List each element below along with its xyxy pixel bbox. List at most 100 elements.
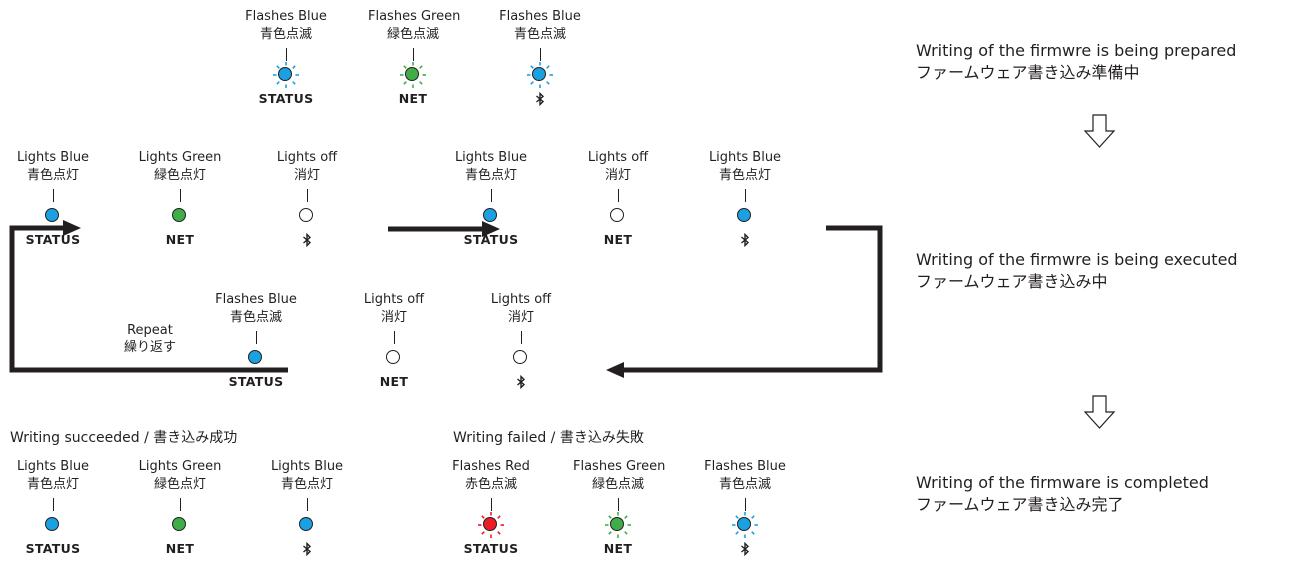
leader-line xyxy=(306,189,308,202)
forward-arrow-head xyxy=(482,221,500,237)
led-bulb-wrap xyxy=(271,62,301,88)
led-blue-light xyxy=(248,350,263,365)
led-green-light xyxy=(610,517,625,532)
led-bulb-wrap xyxy=(241,348,271,368)
led-blue-light xyxy=(532,67,547,82)
led-state-en: Lights Green xyxy=(138,459,222,474)
led-state-jp: 消灯 xyxy=(604,168,631,183)
leader-line xyxy=(617,498,619,511)
led-label-icon xyxy=(476,375,566,392)
led-label-icon xyxy=(262,233,352,250)
led-state-en: Lights Blue xyxy=(708,150,782,165)
bluetooth-icon xyxy=(517,375,526,389)
state-preparing-en: Writing of the firmwre is being prepared xyxy=(916,41,1237,60)
led-state-en: Flashes Blue xyxy=(245,9,327,24)
leader-line xyxy=(744,498,746,511)
leader-line xyxy=(179,498,181,511)
led-green-light xyxy=(172,208,187,223)
bluetooth-icon xyxy=(741,233,750,247)
down-arrow-icon xyxy=(1083,395,1116,429)
led-bulb-wrap xyxy=(603,512,633,538)
led-bulb-wrap xyxy=(525,62,555,88)
led-state-en: Flashes Blue xyxy=(499,9,581,24)
bluetooth-icon xyxy=(536,92,545,106)
flash-rays xyxy=(732,512,758,538)
repeat-arrow-line xyxy=(9,225,288,373)
led-state-en: Lights off xyxy=(276,150,338,165)
led-bulb-wrap xyxy=(38,515,68,535)
led-label: NET xyxy=(398,91,428,106)
led-bulb-wrap xyxy=(379,348,409,368)
led-label: NET xyxy=(379,374,409,389)
led-label: STATUS xyxy=(463,232,519,247)
led-bulb-wrap xyxy=(292,206,322,226)
led-state-jp: 青色点灯 xyxy=(464,168,517,183)
flash-rays xyxy=(527,62,553,88)
led-blue-light xyxy=(299,517,314,532)
led-state-jp: 青色点滅 xyxy=(513,27,566,42)
led-off-light xyxy=(386,350,401,365)
success-header: Writing succeeded / 書き込み成功 xyxy=(10,430,238,446)
loop-down-arrow-line xyxy=(622,225,883,373)
led-label: NET xyxy=(603,541,633,556)
leader-line xyxy=(52,189,54,202)
state-completed-en: Writing of the firmware is completed xyxy=(916,473,1209,492)
leader-line xyxy=(393,331,395,344)
led-state-jp: 青色点滅 xyxy=(259,27,312,42)
leader-line xyxy=(617,189,619,202)
led-state-jp: 青色点滅 xyxy=(229,310,282,325)
state-executing: Writing of the firmwre is being executed… xyxy=(916,249,1238,293)
led-blue-light xyxy=(737,517,752,532)
led-bulb-wrap xyxy=(506,348,536,368)
led-bulb-wrap xyxy=(730,206,760,226)
led-state-en: Lights Blue xyxy=(16,150,90,165)
state-executing-jp: ファームウェア書き込み中 xyxy=(916,272,1108,291)
led-bulb-wrap xyxy=(292,515,322,535)
led-state-jp: 青色点灯 xyxy=(26,168,79,183)
bluetooth-icon xyxy=(303,233,312,247)
loop-down-arrow-head xyxy=(606,362,624,378)
led-blue-light xyxy=(737,208,752,223)
led-indicator: Flashes Blue 青色点滅 xyxy=(495,8,585,109)
led-state-jp: 緑色点灯 xyxy=(153,477,206,492)
state-executing-en: Writing of the firmwre is being executed xyxy=(916,250,1238,269)
state-preparing-jp: ファームウェア書き込み準備中 xyxy=(916,63,1140,82)
led-state-en: Flashes Blue xyxy=(704,459,786,474)
leader-line xyxy=(744,189,746,202)
led-state-jp: 緑色点滅 xyxy=(386,27,439,42)
led-state-jp: 消灯 xyxy=(507,310,534,325)
led-state-en: Lights Blue xyxy=(16,459,90,474)
repeat-label-en: Repeat xyxy=(127,323,173,338)
led-blue-light xyxy=(45,517,60,532)
leader-line xyxy=(539,48,541,61)
led-label: NET xyxy=(165,232,195,247)
state-preparing: Writing of the firmwre is being prepared… xyxy=(916,40,1236,84)
led-state-en: Lights off xyxy=(587,150,649,165)
led-state-jp: 緑色点滅 xyxy=(591,477,644,492)
repeat-label-jp: 繰り返す xyxy=(123,340,176,355)
led-off-light xyxy=(610,208,625,223)
state-completed: Writing of the firmware is completed ファー… xyxy=(916,472,1209,516)
led-bulb-wrap xyxy=(398,62,428,88)
bluetooth-icon xyxy=(303,542,312,556)
led-blue-light xyxy=(278,67,293,82)
leader-line xyxy=(52,498,54,511)
led-bulb-wrap xyxy=(730,512,760,538)
led-red-light xyxy=(483,517,498,532)
led-state-en: Flashes Blue xyxy=(215,292,297,307)
led-label-icon xyxy=(262,542,352,559)
led-state-en: Lights Green xyxy=(138,150,222,165)
led-state-en: Flashes Red xyxy=(452,459,530,474)
led-label: STATUS xyxy=(25,541,81,556)
repeat-arrow-head xyxy=(63,220,81,236)
led-bulb-wrap xyxy=(165,515,195,535)
